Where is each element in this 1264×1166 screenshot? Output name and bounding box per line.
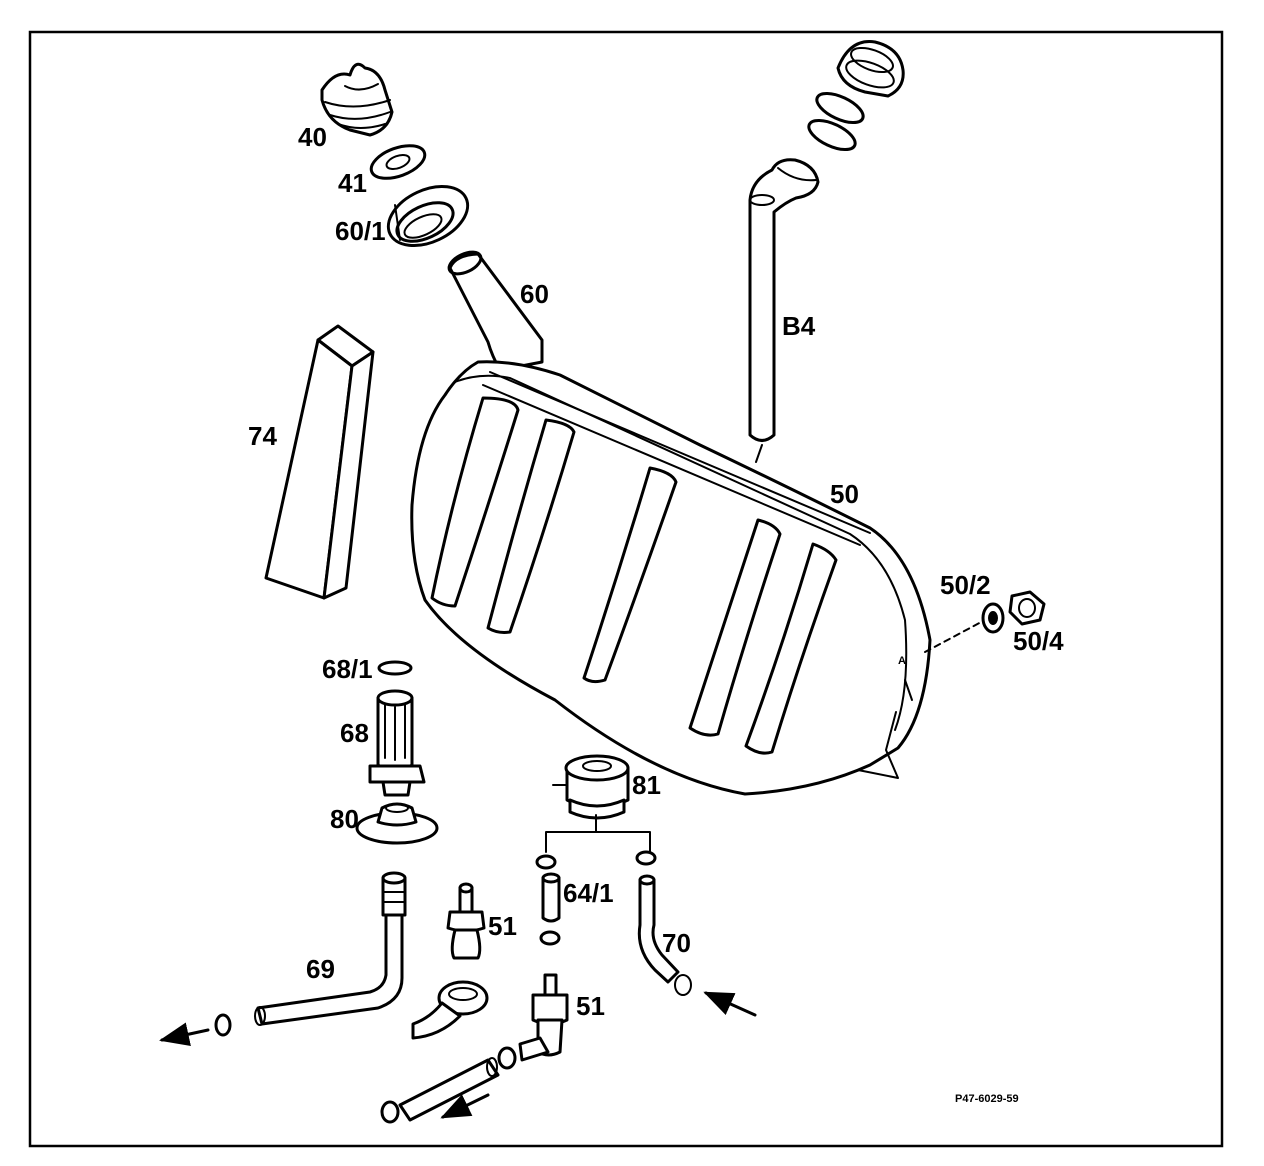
part-41-gasket [369,144,427,180]
hose-end-clamp [380,1100,400,1124]
label-50-4: 50/4 [1013,626,1064,656]
part-69-supply-pipe [254,871,407,1026]
part-50-fuel-tank [410,360,932,796]
label-81: 81 [632,770,661,800]
label-80: 80 [330,804,359,834]
label-69: 69 [306,954,335,984]
label-40: 40 [298,122,327,152]
part-B4-vent-pipe [748,158,820,463]
label-64-1: 64/1 [563,878,614,908]
part-81-sender-unit [545,754,651,853]
label-60-1: 60/1 [335,216,386,246]
vent-cap [836,40,905,98]
label-74: 74 [248,421,277,451]
diagram-frame [28,30,1224,1148]
drawing-code: P47-6029-59 [955,1093,1019,1105]
flow-arrow-in [703,991,757,1017]
label-60: 60 [520,279,549,309]
tank-marker: A [898,655,906,667]
hose-clamp-right [635,850,657,866]
label-68: 68 [340,718,369,748]
hose-clamp-left [535,854,557,870]
part-68-1-o-ring [377,660,413,676]
label-51-upper: 51 [488,911,517,941]
part-40-filler-cap [320,62,394,137]
part-70-return-hose [637,874,692,996]
part-80-seal-flange [355,802,439,845]
label-B4: B4 [782,311,816,341]
part-50-2-washer [981,602,1005,634]
flow-arrow-out [159,1022,210,1046]
label-51-lower: 51 [576,991,605,1021]
part-50-4-nut [1008,590,1046,626]
part-51-valve-upper [446,882,486,960]
leader-line-50-2 [924,619,986,653]
supply-hose-lower [398,1057,500,1122]
elbow-fitting [411,980,489,1040]
hose-clamp-69 [214,1013,232,1037]
label-41: 41 [338,168,367,198]
part-64-1-sleeve [541,872,561,923]
label-50-2: 50/2 [940,570,991,600]
label-50: 50 [830,479,859,509]
part-51-valve-lower [518,973,569,1062]
o-ring-lower [807,118,857,152]
hose-clamp-lower [539,930,561,946]
part-60-filler-neck [447,250,544,372]
part-60-1-filler-seal [386,184,470,248]
hose-clamp-bottom [497,1046,517,1070]
flow-arrow-out-lower [440,1093,490,1119]
label-70: 70 [662,928,691,958]
o-ring-upper [815,91,865,125]
part-74-foam-strip [264,324,375,600]
label-68-1: 68/1 [322,654,373,684]
part-68-filter [368,689,426,797]
